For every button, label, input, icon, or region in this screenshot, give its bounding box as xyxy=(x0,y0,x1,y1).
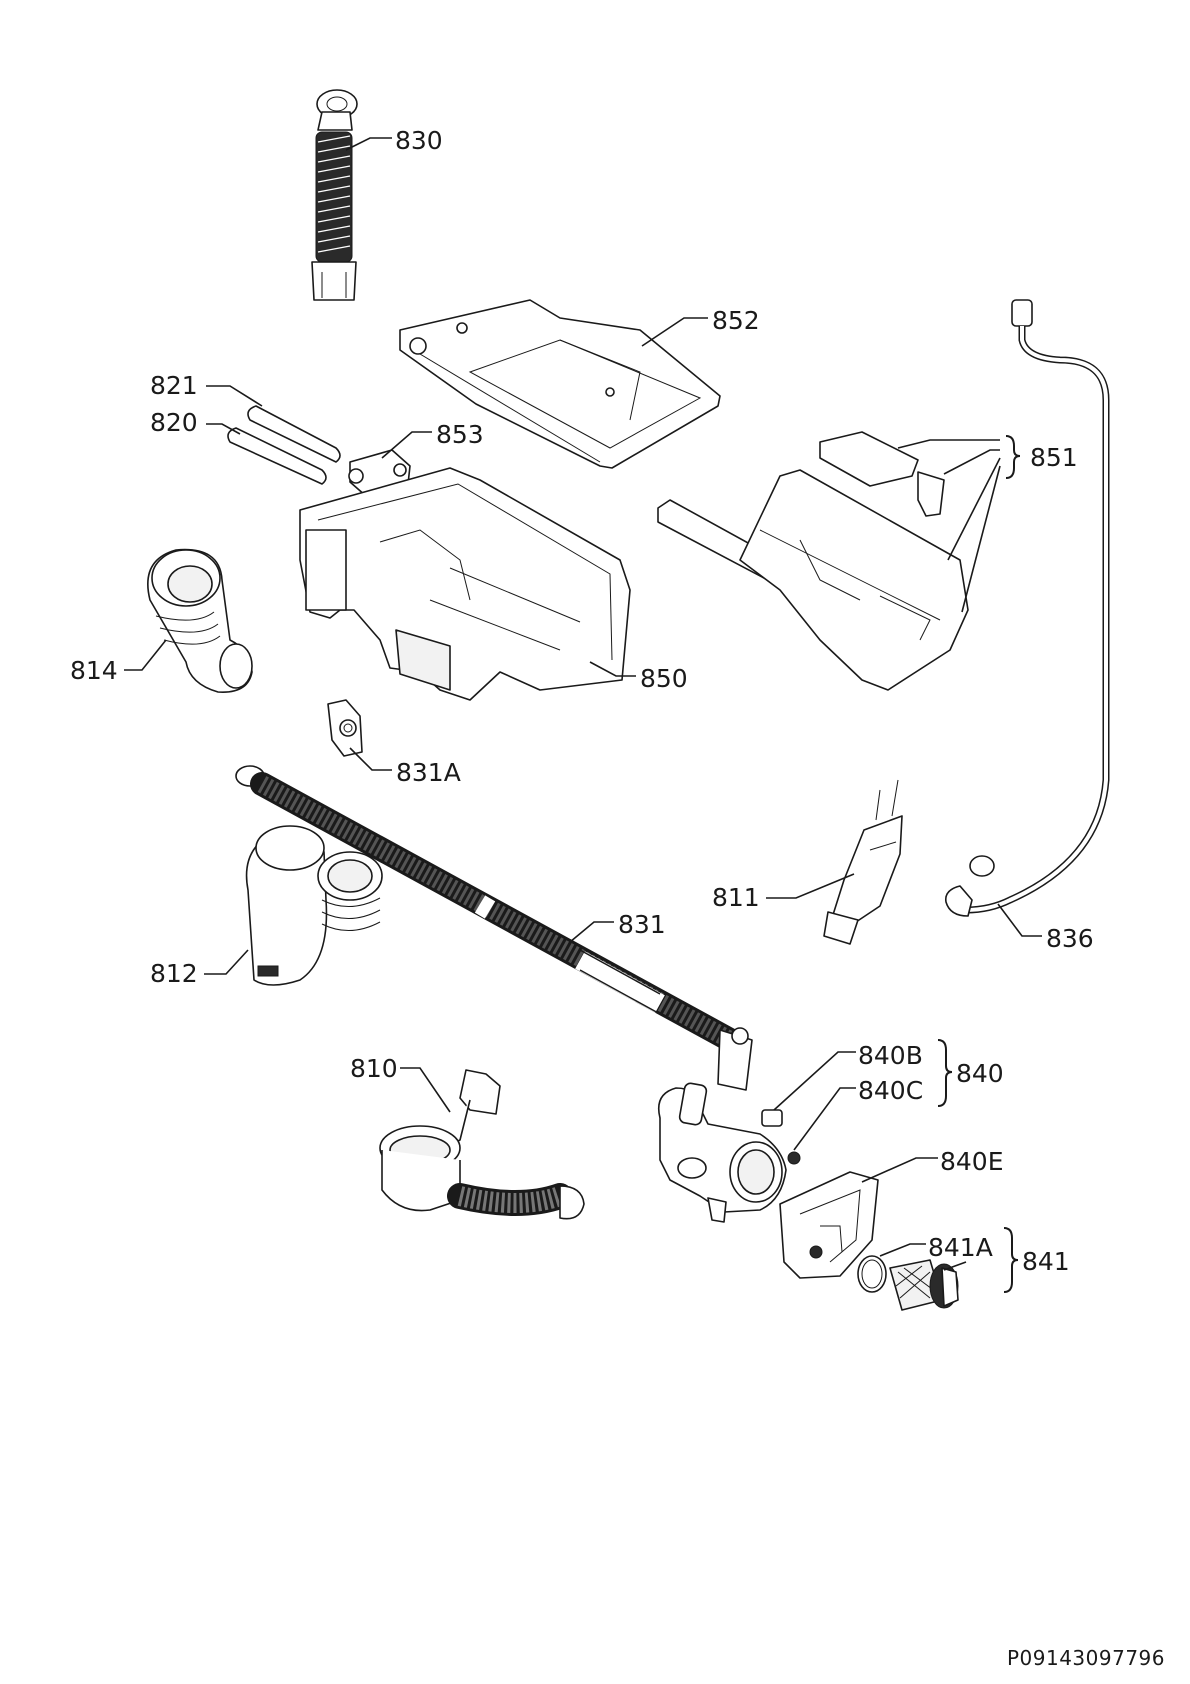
label-851: 851 xyxy=(1030,443,1078,472)
callout-831: 831 xyxy=(569,910,666,943)
part-851-dispenser-drawer xyxy=(657,431,969,691)
label-831A: 831A xyxy=(396,758,461,787)
part-812-sump-connector xyxy=(245,825,383,986)
label-831: 831 xyxy=(618,910,666,939)
callout-850: 850 xyxy=(589,661,688,693)
part-850-dispenser-housing xyxy=(299,467,631,701)
callout-851: 851 xyxy=(897,435,1078,613)
label-830: 830 xyxy=(395,126,443,155)
callout-810: 810 xyxy=(350,1054,451,1113)
label-853: 853 xyxy=(436,420,484,449)
part-840B-seal xyxy=(761,1109,783,1127)
part-814-bellows-elbow xyxy=(147,548,253,693)
part-811-nozzle xyxy=(823,779,903,945)
callout-820: 820 xyxy=(150,408,241,437)
label-820: 820 xyxy=(150,408,198,437)
callout-830: 830 xyxy=(345,126,443,155)
part-852-dispenser-lid xyxy=(399,299,721,469)
document-code: P09143097796 xyxy=(1006,1646,1165,1670)
callout-831A: 831A xyxy=(349,747,461,787)
part-810-sump-with-hose xyxy=(379,1069,585,1220)
part-840C-grommet xyxy=(787,1151,801,1165)
label-821: 821 xyxy=(150,371,198,400)
callout-841A: 841A xyxy=(879,1233,993,1262)
part-841A-oring xyxy=(857,1255,887,1293)
label-852: 852 xyxy=(712,306,760,335)
callout-836: 836 xyxy=(997,903,1094,953)
part-831A-bracket xyxy=(327,699,363,757)
callout-853: 853 xyxy=(381,420,484,459)
label-850: 850 xyxy=(640,664,688,693)
callout-841: 841 xyxy=(943,1227,1070,1293)
label-841: 841 xyxy=(1022,1247,1070,1276)
callout-840B: 840B xyxy=(773,1041,923,1111)
part-840E-pump-cover xyxy=(779,1171,879,1279)
part-831-corrugated-hose xyxy=(235,765,753,1091)
callout-811: 811 xyxy=(712,873,855,912)
part-830-drain-hose xyxy=(311,89,358,301)
callout-812: 812 xyxy=(150,949,249,988)
part-840-pump-body xyxy=(657,1082,787,1223)
callout-814: 814 xyxy=(70,639,167,685)
label-836: 836 xyxy=(1046,924,1094,953)
callout-840C: 840C xyxy=(793,1076,923,1151)
label-812: 812 xyxy=(150,959,198,988)
label-814: 814 xyxy=(70,656,118,685)
callout-821: 821 xyxy=(150,371,263,407)
label-810: 810 xyxy=(350,1054,398,1083)
part-841-filter xyxy=(889,1259,959,1311)
label-840E: 840E xyxy=(940,1147,1004,1176)
callout-840E: 840E xyxy=(861,1147,1004,1183)
callout-840: 840 xyxy=(937,1039,1004,1107)
part-820-tube xyxy=(227,427,327,485)
callout-852: 852 xyxy=(641,306,760,347)
part-821-tube xyxy=(247,405,341,463)
part-836-curved-tube xyxy=(944,299,1110,917)
label-811: 811 xyxy=(712,883,760,912)
label-840C: 840C xyxy=(858,1076,923,1105)
label-840: 840 xyxy=(956,1059,1004,1088)
label-841A: 841A xyxy=(928,1233,993,1262)
label-840B: 840B xyxy=(858,1041,923,1070)
